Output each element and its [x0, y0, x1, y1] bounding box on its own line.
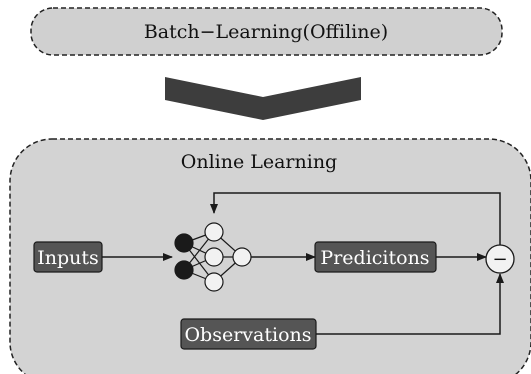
subtract-circle-icon: −: [485, 244, 515, 274]
down-chevron-arrow-icon: [165, 77, 361, 120]
observations-label: Observations: [184, 324, 311, 346]
inputs-box: Inputs: [33, 241, 103, 273]
online-learning-title: Online Learning: [181, 151, 337, 173]
batch-learning-box: Batch−Learning(Offiline): [30, 7, 503, 56]
predictions-label: Predicitons: [320, 247, 429, 269]
arrow-observations-to-subtract: [316, 273, 504, 335]
neural-network-icon: [174, 222, 252, 292]
inputs-label: Inputs: [37, 247, 99, 269]
batch-learning-label: Batch−Learning(Offiline): [144, 21, 388, 43]
predictions-box: Predicitons: [314, 241, 437, 273]
feedback-line: [210, 192, 501, 245]
subtract-symbol: −: [492, 249, 507, 270]
observations-box: Observations: [180, 318, 317, 350]
